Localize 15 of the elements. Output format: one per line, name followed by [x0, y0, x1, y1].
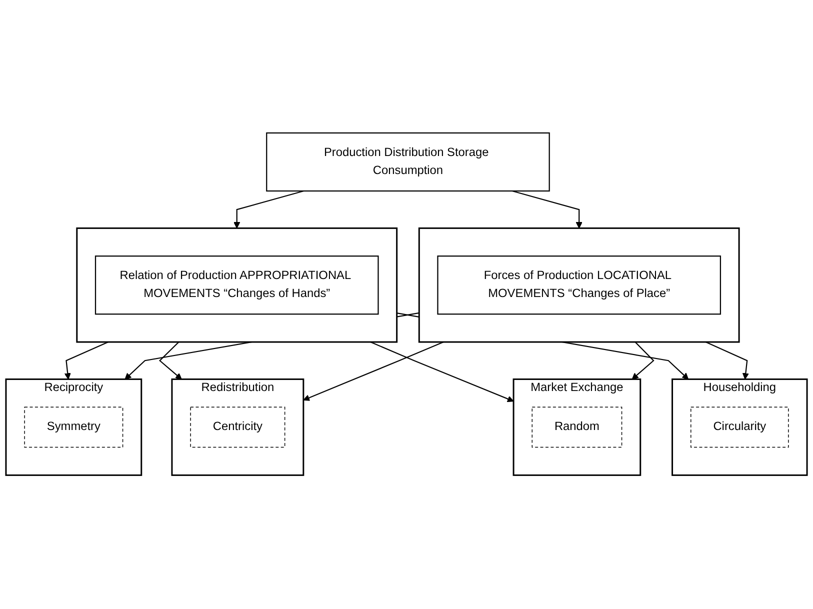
arrow: [64, 342, 108, 380]
arrow: [303, 342, 444, 402]
arrow: [158, 342, 182, 380]
arrow: [632, 342, 654, 380]
node-box: Production Distribution Storage Consumption: [266, 132, 550, 192]
node-box: Relation of Production APPROPRIATIONAL MOVEMENTS “Changes of Hands”: [94, 256, 379, 316]
arrow: [370, 342, 514, 402]
node-box: Centricity: [190, 407, 286, 448]
arrow: [705, 342, 749, 380]
node-box: Circularity: [690, 407, 789, 448]
node-box: Forces of Production LOCATIONAL MOVEMENTS “Changes of Place”: [437, 256, 722, 316]
node-box: Symmetry: [24, 407, 124, 448]
cluster: [76, 228, 398, 344]
node-box: Random: [532, 407, 622, 448]
cluster: [418, 228, 740, 344]
